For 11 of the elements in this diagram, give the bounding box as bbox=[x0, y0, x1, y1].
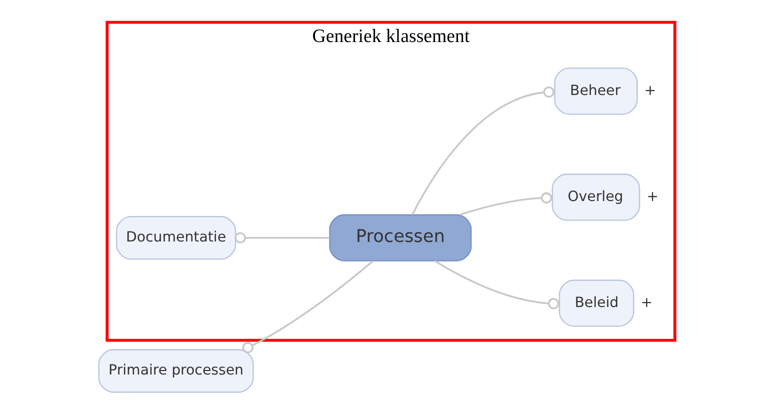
connector bbox=[234, 232, 329, 244]
connector bbox=[411, 86, 554, 216]
connector bbox=[242, 260, 373, 354]
node-label: + bbox=[644, 82, 656, 99]
node-box: Documentatie bbox=[115, 216, 236, 260]
node-label: + bbox=[640, 294, 652, 311]
connector bbox=[434, 260, 559, 310]
connector bbox=[458, 192, 552, 216]
node-box: Primaire processen bbox=[98, 349, 254, 393]
node-box: Processen bbox=[328, 214, 472, 262]
node-label: + bbox=[646, 188, 658, 205]
